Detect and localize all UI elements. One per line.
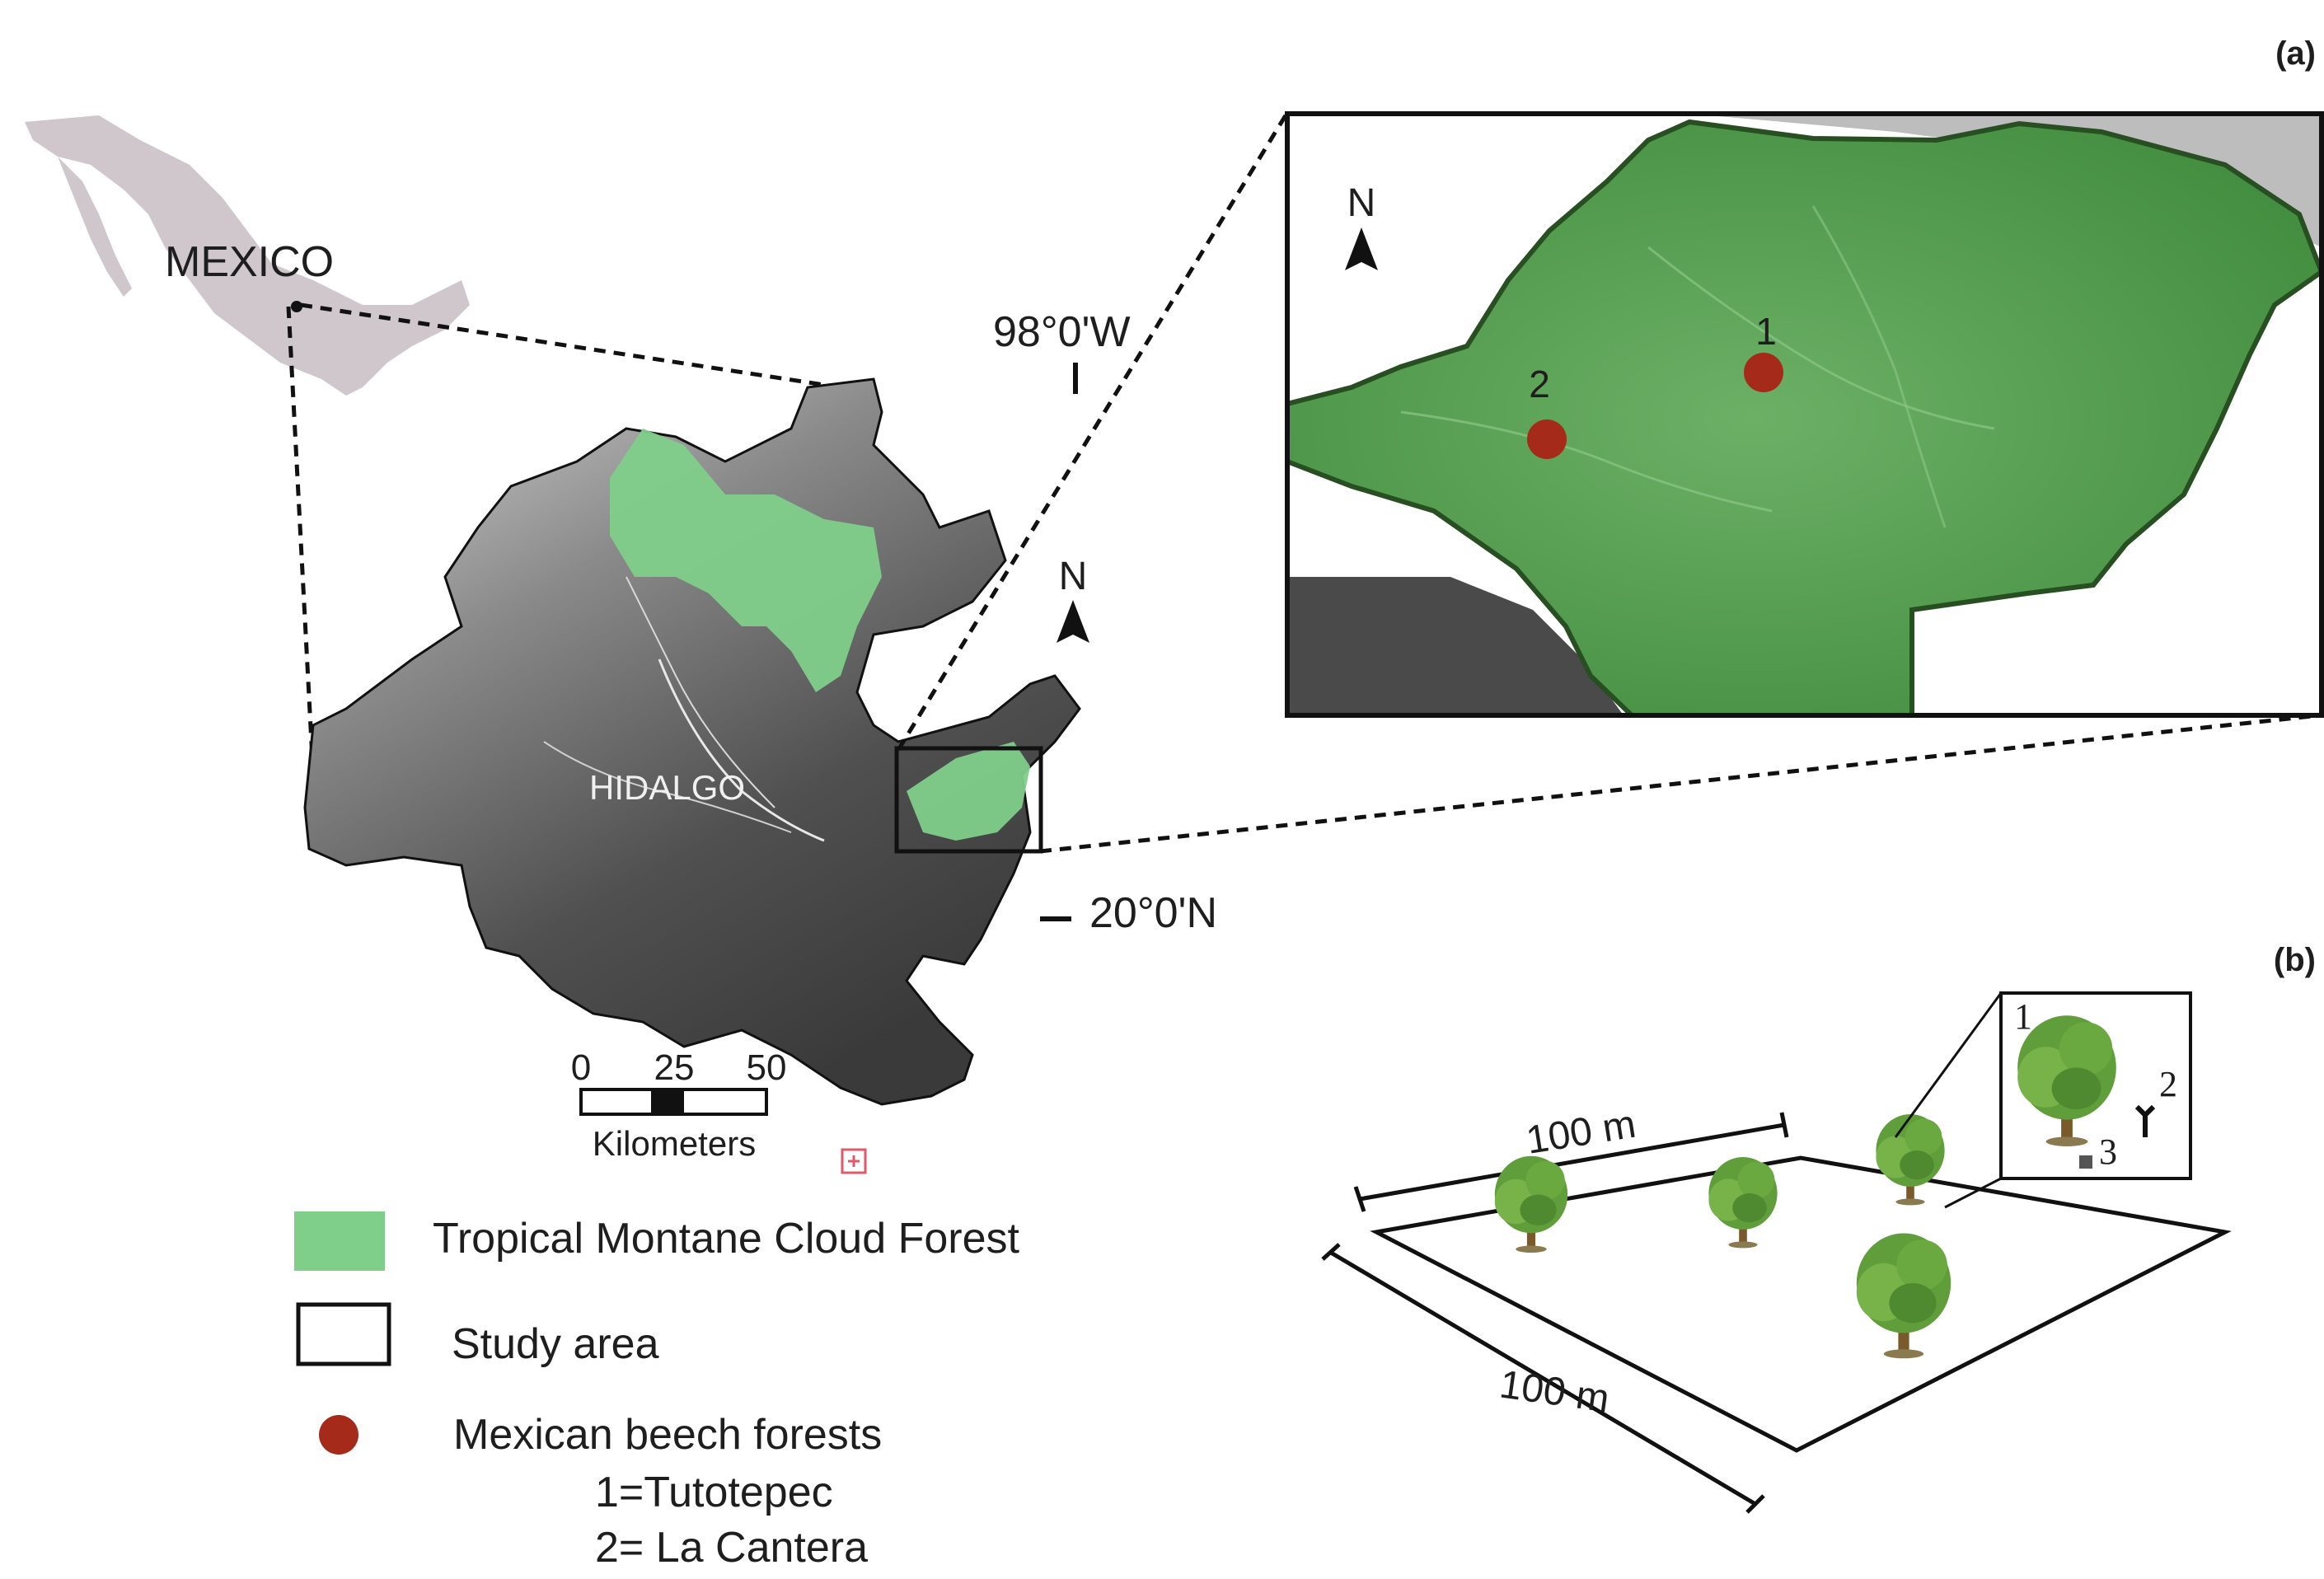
mexico-label: MEXICO <box>165 238 334 286</box>
legend-study-area-label: Study area <box>452 1320 659 1368</box>
legend-beech-marker <box>319 1415 358 1455</box>
longitude-label: 98°0'W <box>993 308 1131 356</box>
sensor-icon <box>2134 1104 2156 1137</box>
scale-tick-0: 0 <box>571 1047 591 1088</box>
latitude-label: 20°0'N <box>1089 889 1217 937</box>
mexico-location-marker <box>291 301 302 312</box>
hidalgo-label: HIDALGO <box>589 768 745 807</box>
panel-b-label: (b) <box>2274 942 2316 978</box>
legend-site-2: 2= La Cantera <box>595 1524 868 1572</box>
north-label: N <box>1059 555 1088 598</box>
tree-detail-inset <box>1999 991 2192 1180</box>
scale-tick-25: 25 <box>654 1047 695 1088</box>
inset-north-label: N <box>1347 181 1376 225</box>
site-2-marker <box>1527 419 1567 459</box>
seed-trap-icon <box>2079 1155 2092 1169</box>
scale-unit: Kilometers <box>593 1124 756 1163</box>
north-arrow-icon <box>1057 600 1089 643</box>
legend: Tropical Montane Cloud Forest Study area… <box>294 1211 1020 1572</box>
plot-side-left-label: 100 m <box>1497 1362 1611 1421</box>
scale-bar: 0 25 50 Kilometers <box>571 1047 787 1163</box>
mexico-connector-lines <box>286 302 841 775</box>
site-1-marker <box>1744 353 1783 392</box>
tree-inset-label-3: 3 <box>2099 1132 2117 1172</box>
plot-diagram <box>1321 1112 2232 1514</box>
tree-inset-label-1: 1 <box>2014 996 2032 1037</box>
legend-cloud-forest-swatch <box>294 1211 385 1271</box>
mexico-map <box>25 115 470 396</box>
legend-cloud-forest-label: Tropical Montane Cloud Forest <box>433 1215 1020 1263</box>
site-2-label: 2 <box>1529 363 1550 405</box>
panel-a-label: (a) <box>2275 35 2316 72</box>
study-area-box <box>894 746 1043 854</box>
hidalgo-map <box>303 377 1081 1106</box>
scale-tick-50: 50 <box>747 1047 787 1088</box>
tree-inset-label-2: 2 <box>2159 1064 2177 1104</box>
site-1-label: 1 <box>1755 310 1777 353</box>
legend-site-1: 1=Tutotepec <box>595 1469 833 1516</box>
legend-study-area-swatch <box>296 1302 391 1366</box>
inset-north-arrow-icon <box>1345 227 1378 270</box>
small-marker-icon <box>841 1148 867 1174</box>
inset-connector-lines <box>896 114 2321 854</box>
inset-map <box>1285 111 2324 718</box>
legend-beech-label: Mexican beech forests <box>453 1411 882 1459</box>
